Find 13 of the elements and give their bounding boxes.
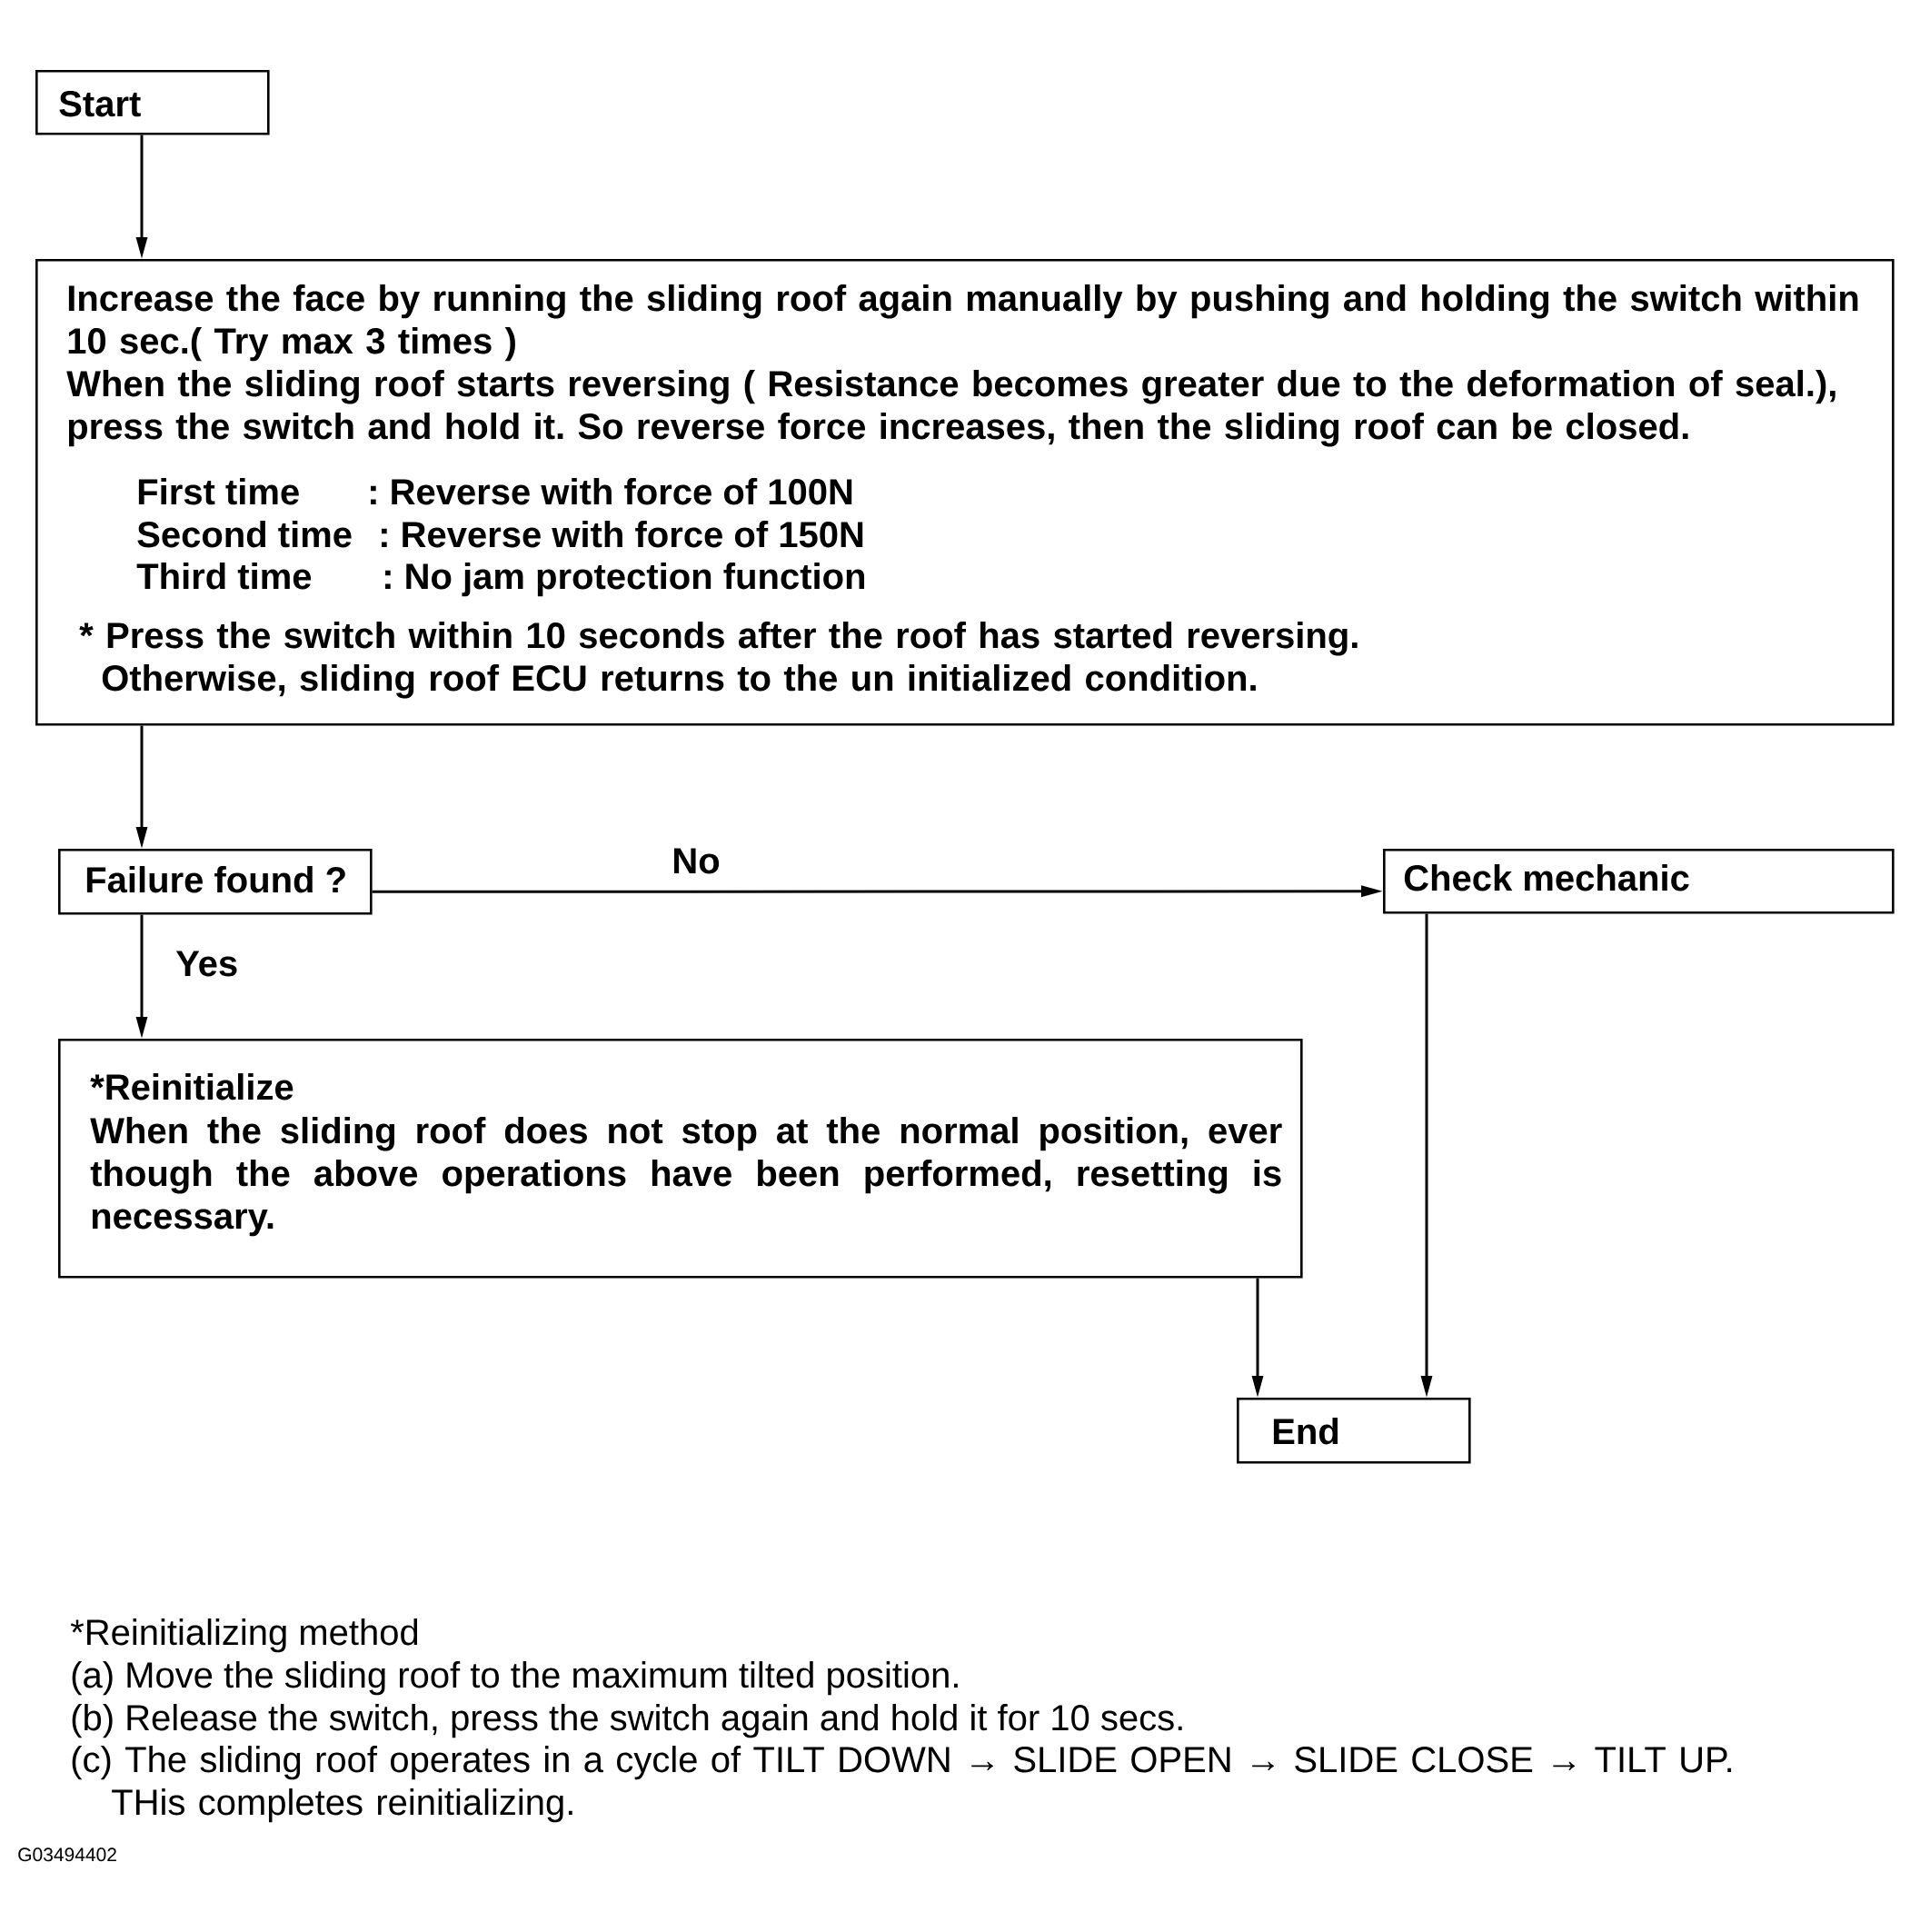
figure-code: G03494402 (18, 1847, 116, 1862)
start-box: Start (35, 70, 270, 135)
note-text: (c) The sliding roof operates in a cycle of TILT DOWN → SLIDE OPEN → SLIDE CLOSE → TILT UP. THis completes reinitializing. (72, 1746, 1732, 1823)
note-text: (a) Move the sliding roof to the maximum tilted position. (72, 1661, 958, 1696)
note-text: (b) Release the switch, press the switch again and hold it for 10 secs. (72, 1704, 1182, 1738)
end-box: End (1237, 1398, 1471, 1464)
edge-label: No (669, 845, 723, 877)
edge-label: Yes (173, 948, 242, 980)
note-heading: *Reinitializing method (70, 1618, 418, 1653)
decision-box: Failure found ? (58, 849, 373, 915)
process-box: *Reinitialize When the sliding roof does not stop at the normal position, ever though the above operations have been performed, resetting is necessary. (58, 1039, 1303, 1279)
process-box: Increase the face by running the sliding roof again manually by pushing and holding the switch within 10 sec.( Try max 3 times ) When the sliding roof starts reversing ( Resistance becomes greater due to the deformation of seal.), press the switch and hold it. So reverse force increases, then the sliding roof can be closed. First time : Reverse with force of 100N Second time : Reverse with force of 150N Third time : No jam protection function * Press the switch within 10 seconds after the roof has started reversing. Otherwise, sliding roof ECU returns to the un initialized condition. (35, 259, 1895, 726)
process-box: Check mechanic (1383, 849, 1895, 914)
